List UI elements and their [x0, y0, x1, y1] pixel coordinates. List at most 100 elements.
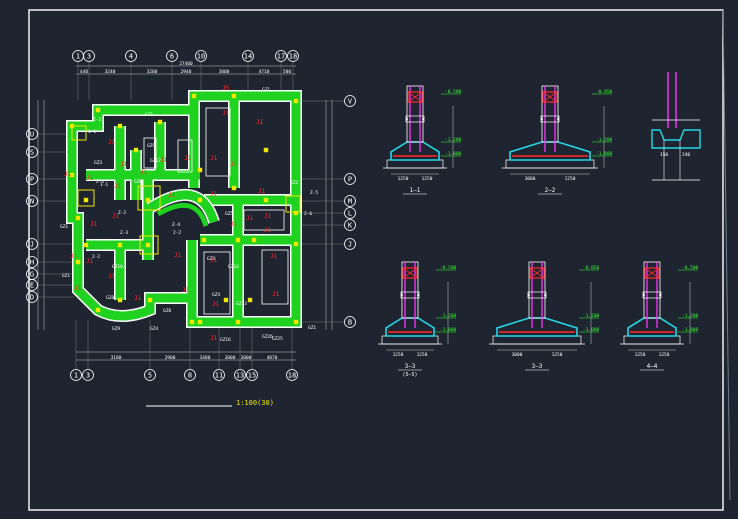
beam-label: GZ13	[236, 301, 247, 307]
footing-label: J1	[210, 191, 218, 198]
beam-label: GZ3	[94, 160, 102, 166]
dimension-value: 1250	[659, 352, 670, 358]
ground-beam	[527, 291, 547, 299]
footing-label: J1	[168, 192, 176, 199]
footing-label: J1	[212, 301, 220, 308]
column	[133, 147, 139, 153]
footing-label: J1	[120, 161, 128, 168]
left-axis-U-label: U	[30, 130, 34, 138]
footing-label: J1	[230, 221, 238, 228]
beam-label: Z-4	[172, 222, 180, 228]
top-axis-6-circle	[166, 50, 178, 62]
footing-label: J1	[258, 188, 266, 195]
dimension-value: 3000	[512, 352, 523, 358]
column	[117, 242, 123, 248]
beam-label: Z-2	[118, 210, 126, 216]
level-value: -0.050	[596, 89, 613, 95]
left-axis-H-circle	[26, 256, 38, 268]
section-title: 3—3	[405, 363, 416, 370]
top-axis-3-circle	[83, 50, 95, 62]
level-value: -0.500	[682, 265, 699, 271]
beam-label: GZ16	[220, 337, 231, 343]
beam-label: GZ9	[112, 326, 120, 332]
dimension-value: 1250	[565, 176, 576, 182]
beam-label: Z-6	[304, 211, 312, 217]
column	[197, 167, 203, 173]
footing-label: J1	[140, 169, 148, 176]
ground-beam	[540, 115, 560, 123]
footing-label: J1	[86, 175, 94, 182]
ground-beam-bar	[544, 294, 546, 296]
footing-outline	[509, 141, 591, 161]
footing-outline	[651, 129, 701, 149]
left-axis-P-circle	[26, 173, 38, 185]
dimension-value: 1250	[635, 352, 646, 358]
pedestal	[541, 85, 559, 143]
pedestal	[528, 261, 546, 319]
level-value: -0.500	[440, 265, 457, 271]
level-value: -1.800	[440, 327, 457, 333]
column	[263, 147, 269, 153]
footing-label: J1	[222, 110, 230, 117]
level-value: -1.800	[583, 327, 600, 333]
beam-label: GZ24	[228, 264, 239, 270]
bottom-axis-13-circle	[234, 369, 246, 381]
dimension-value: 1250	[422, 176, 433, 182]
tie-beam-cross	[402, 267, 418, 279]
top-dimension: 440	[80, 69, 88, 75]
bottom-axis-5-label: 5	[148, 371, 152, 379]
top-axis-4-label: 4	[129, 52, 133, 60]
tie-beam	[529, 267, 545, 279]
footing-label: J1	[182, 287, 190, 294]
footing-label: J1	[64, 171, 72, 178]
left-axis-H-label: H	[30, 258, 34, 266]
tie-beam-cross	[542, 91, 558, 103]
pedestal	[401, 261, 419, 319]
footing-label: J1	[272, 291, 280, 298]
level-value: -0.050	[583, 265, 600, 271]
tie-beam-cross	[407, 91, 423, 103]
dimension-value: 1250	[417, 352, 428, 358]
footing-label: J1	[112, 213, 120, 220]
bottom-axis-1-label: 1	[74, 371, 78, 379]
level-value: -1.200	[682, 313, 699, 319]
column	[293, 98, 299, 104]
footing-label: J1	[230, 161, 238, 168]
concrete-pad	[623, 335, 681, 345]
top-axis-3-label: 3	[87, 52, 91, 60]
ground-beam-bar	[417, 294, 419, 296]
right-axis-M-label: M	[348, 197, 352, 205]
bottom-axis-3-label: 3	[86, 371, 90, 379]
beam-label: GZ1	[308, 325, 316, 331]
beam-label: GZ12	[150, 158, 161, 164]
tie-beam	[402, 267, 418, 279]
top-dimension: 4710	[259, 69, 270, 75]
plan-title: 1:100(30)	[236, 399, 274, 407]
top-axis-18-label: 18	[289, 52, 297, 60]
beam-label: GZ10	[112, 264, 123, 270]
ground-beam-bar	[528, 294, 530, 296]
right-axis-P-label: P	[348, 175, 352, 183]
right-axis-L-circle	[344, 207, 356, 219]
column	[231, 185, 237, 191]
bottom-axis-13-label: 13	[236, 371, 244, 379]
top-total-dimension: 27460	[179, 61, 193, 67]
right-axis-V-circle	[344, 95, 356, 107]
foundation-beams	[66, 90, 302, 328]
top-axis-14-circle	[242, 50, 254, 62]
tie-beam	[644, 267, 660, 279]
left-axis-N-label: N	[30, 197, 34, 205]
section-title: 1—1	[410, 187, 421, 194]
footing-label: J1	[210, 335, 218, 342]
top-dimension: 500	[283, 69, 291, 75]
bottom-axis-11-circle	[213, 369, 225, 381]
left-axis-E-circle	[26, 279, 38, 291]
pedestal	[643, 261, 661, 319]
ground-beam	[642, 291, 662, 299]
